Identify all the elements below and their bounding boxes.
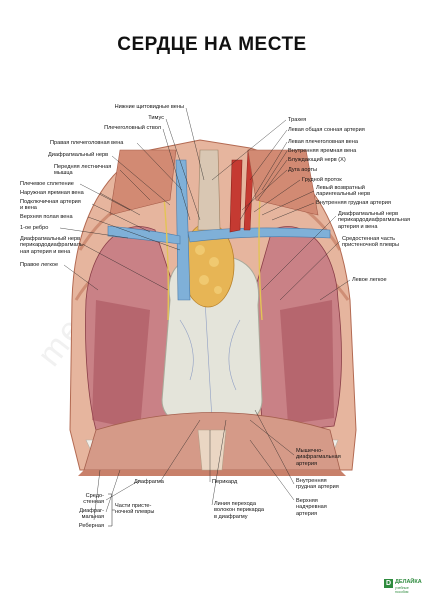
label-left-brachiocephalic-vein: Левая плечеголовная вена (288, 139, 358, 145)
label-pericardium: Перикард (212, 479, 238, 485)
logo-subtitle: учебные пособия (395, 586, 409, 594)
label-mediastinal: Средо- стенная (83, 493, 104, 506)
pericardium-vessels (179, 299, 241, 421)
label-thoracic-duct: Грудной проток (302, 177, 342, 183)
label-pericardiophrenic-right: Диафрагмальный нерв перикардодиафрагмаль… (20, 236, 85, 255)
label-costal: Реберная (78, 523, 104, 529)
label-right-lung: Правое легкое (20, 262, 59, 268)
label-internal-thoracic: Внутренняя грудная артерия (316, 200, 391, 206)
label-trachea: Трахея (288, 117, 307, 123)
label-anterior-scalene: Передняя лестничная мышца (54, 164, 112, 177)
leader-lines (59, 107, 351, 521)
label-brachiocephalic-trunk: Плечеголовный ствол (104, 125, 161, 131)
diaphragm-base (78, 470, 346, 476)
label-left-common-carotid: Левая общая сонная артерия (288, 127, 365, 133)
logo-name: ДЕЛАЙКА (395, 579, 422, 585)
label-brachial-plexus: Плечевое сплетение (20, 181, 74, 187)
publisher-logo: D ДЕЛАЙКА учебные пособия (384, 578, 422, 594)
label-pericardiophrenic-left: Диафрагмальный нерв перикардодиафрагмаль… (338, 211, 411, 230)
label-reflection-line: Линия перехода волокон перикарда в диафр… (214, 501, 265, 520)
label-right-brachiocephalic-vein: Правая плечеголовная вена (50, 140, 124, 146)
label-recurrent-laryngeal: Левый возвратный ларингеальный нерв (316, 185, 371, 198)
label-thyroid-veins: Нижние щитовидные вены (114, 104, 184, 110)
label-subclavian: Подключичная артерия и вена (20, 199, 81, 212)
label-superior-vena-cava: Верхняя полая вена (20, 214, 73, 220)
label-mediastinal-pleura: Средостенная часть пристеночной плевры (342, 236, 400, 249)
aortic-arch (229, 159, 243, 233)
label-thymus: Тимус (148, 115, 164, 121)
logo-mark: D (384, 579, 393, 588)
label-aortic-arch: Дуга аорты (288, 167, 318, 173)
superior-vena-cava (175, 159, 191, 301)
label-phrenic-nerve-right: Диафрагмальный нерв (48, 152, 109, 158)
page-title: СЕРДЦЕ НА МЕСТЕ (117, 34, 307, 55)
label-left-lung: Левое легкое (352, 277, 387, 283)
label-parietal-pleura-parts: Части присте- ночной плевры (115, 503, 155, 516)
label-internal-jugular: Внутренняя яремная вена (288, 148, 357, 154)
label-vagus: Блуждающий нерв (X) (288, 157, 346, 163)
label-superior-epigastric: Верхняя надчревная артерия (296, 498, 327, 517)
label-first-rib: 1-ое ребро (20, 225, 49, 231)
label-internal-thoracic-bottom: Внутренняя грудная артерия (296, 478, 339, 491)
neck-muscles (109, 149, 319, 216)
label-diaphragm: Диафрагма (134, 479, 164, 485)
left-lung-pleura (280, 300, 334, 424)
sternum (197, 429, 227, 471)
label-external-jugular: Наружная яремная вена (20, 190, 84, 196)
right-lung-pleura (92, 300, 150, 430)
label-musculophrenic: Мышечно- диафрагмальная артерия (296, 448, 341, 467)
label-diaphragmatic: Диафраг- мальная (79, 508, 104, 521)
